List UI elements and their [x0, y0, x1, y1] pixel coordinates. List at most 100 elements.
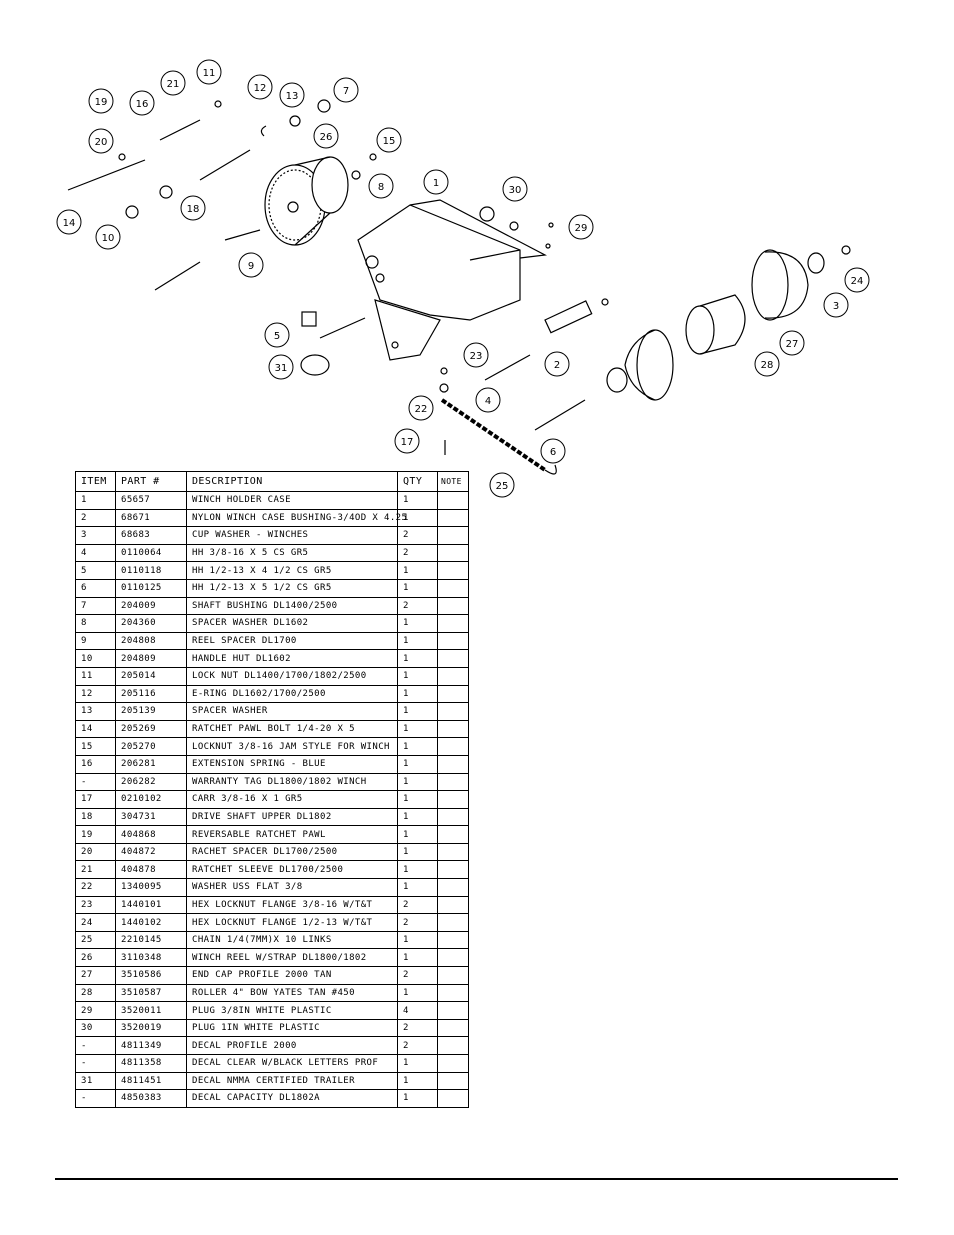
cell-description: E-RING DL1602/1700/2500: [186, 684, 398, 704]
cell-part: 204009: [115, 596, 187, 616]
cell-item: 8: [75, 614, 116, 633]
cell-part: 3510587: [115, 983, 187, 1003]
cell-description: WINCH HOLDER CASE: [186, 491, 398, 510]
callout-1: 1: [433, 178, 439, 189]
cell-note: [437, 895, 469, 915]
exploded-parts-diagram: 1 2 3 4 5 6 7 8 9 10 11 12 13 14 15 16 1…: [56, 59, 870, 498]
cell-description: NYLON WINCH CASE BUSHING-3/4OD X 4.25: [186, 508, 407, 528]
cell-description: REVERSABLE RATCHET PAWL: [186, 825, 398, 844]
cell-qty: 1: [397, 1071, 438, 1091]
cell-description: WINCH REEL W/STRAP DL1800/1802: [186, 948, 398, 968]
cell-part: 0110064: [115, 543, 187, 563]
cell-description: EXTENSION SPRING - BLUE: [186, 754, 398, 774]
cell-qty: 1: [397, 561, 438, 580]
cell-note: [437, 1054, 469, 1073]
cell-part: 205116: [115, 684, 187, 704]
callout-24: 24: [851, 276, 864, 287]
cell-item: -: [75, 772, 116, 792]
cell-note: [437, 561, 469, 580]
cell-part: 68683: [115, 526, 187, 545]
cell-part: 205139: [115, 702, 187, 721]
callout-17: 17: [401, 437, 414, 448]
cell-part: 0210102: [115, 790, 187, 809]
cell-item: 15: [75, 737, 116, 756]
cell-description: SPACER WASHER DL1602: [186, 614, 398, 633]
cell-note: [437, 666, 469, 686]
cell-qty: 2: [397, 1036, 438, 1055]
cell-qty: 1: [397, 649, 438, 668]
cell-item: 14: [75, 719, 116, 739]
callout-31: 31: [275, 363, 288, 374]
cell-item: -: [75, 1054, 116, 1073]
cell-item: 11: [75, 666, 116, 686]
cell-note: [437, 948, 469, 968]
cell-description: HANDLE HUT DL1602: [186, 649, 398, 668]
callout-5: 5: [274, 331, 280, 342]
callout-21: 21: [167, 79, 180, 90]
cell-qty: 1: [397, 842, 438, 862]
cell-description: HH 1/2-13 X 4 1/2 CS GR5: [186, 561, 398, 580]
cell-qty: 1: [397, 983, 438, 1003]
cell-item: 26: [75, 948, 116, 968]
cell-item: 12: [75, 684, 116, 704]
cell-description: REEL SPACER DL1700: [186, 631, 398, 651]
cell-qty: 1: [397, 772, 438, 792]
cell-part: 0110118: [115, 561, 187, 580]
cell-qty: 2: [397, 895, 438, 915]
cell-qty: 2: [397, 596, 438, 616]
cell-note: [437, 825, 469, 844]
callout-10: 10: [102, 233, 115, 244]
cell-qty: 1: [397, 754, 438, 774]
cell-description: CUP WASHER - WINCHES: [186, 526, 398, 545]
cell-item: 3: [75, 526, 116, 545]
callout-3: 3: [833, 301, 839, 312]
cell-part: 206281: [115, 754, 187, 774]
cell-note: [437, 614, 469, 633]
cell-note: [437, 860, 469, 880]
cell-part: 1440102: [115, 913, 187, 932]
cell-part: 206282: [115, 772, 187, 792]
cell-qty: 1: [397, 631, 438, 651]
roller: [685, 305, 715, 355]
cell-item: 4: [75, 543, 116, 563]
cell-part: 4811451: [115, 1071, 187, 1091]
callout-7: 7: [343, 86, 349, 97]
cell-description: WARRANTY TAG DL1800/1802 WINCH: [186, 772, 398, 792]
cell-item: 18: [75, 807, 116, 827]
cell-part: 1340095: [115, 878, 187, 897]
cell-note: [437, 772, 469, 792]
callout-2: 2: [554, 360, 560, 371]
cell-note: [437, 1036, 469, 1055]
cell-note: [437, 842, 469, 862]
cell-description: DECAL NMMA CERTIFIED TRAILER: [186, 1071, 398, 1091]
callout-13: 13: [286, 91, 299, 102]
cell-description: LOCKNUT 3/8-16 JAM STYLE FOR WINCH: [186, 737, 398, 756]
cell-qty: 2: [397, 1018, 438, 1038]
cell-qty: 1: [397, 702, 438, 721]
cell-qty: 1: [397, 948, 438, 968]
cell-item: -: [75, 1036, 116, 1055]
cell-note: [437, 737, 469, 756]
cell-description: DRIVE SHAFT UPPER DL1802: [186, 807, 398, 827]
cell-part: 65657: [115, 491, 187, 510]
cell-item: 20: [75, 842, 116, 862]
cell-note: [437, 1071, 469, 1091]
cell-note: [437, 1089, 469, 1108]
cell-note: [437, 790, 469, 809]
cell-part: 204809: [115, 649, 187, 668]
callout-20: 20: [95, 137, 108, 148]
callout-30: 30: [509, 185, 522, 196]
cell-description: HEX LOCKNUT FLANGE 3/8-16 W/T&T: [186, 895, 398, 915]
